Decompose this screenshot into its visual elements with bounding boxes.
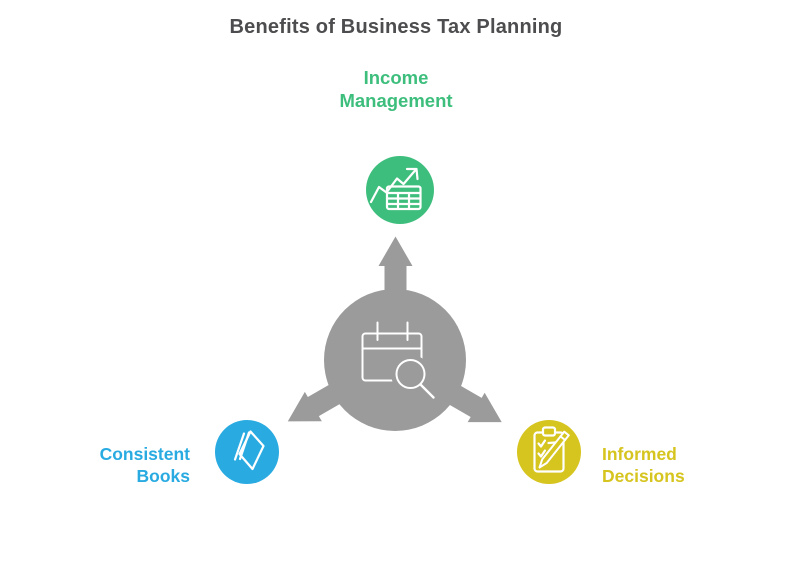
clipboard-pencil-icon bbox=[533, 426, 570, 473]
label-line: Management bbox=[339, 90, 453, 111]
label-informed-decisions: Informed Decisions bbox=[602, 443, 685, 487]
book-pages-icon bbox=[233, 430, 265, 471]
page-title: Benefits of Business Tax Planning bbox=[229, 16, 563, 38]
growth-chart-icon bbox=[369, 167, 422, 211]
label-consistent-books: Consistent Books bbox=[100, 443, 190, 487]
calendar-search-icon bbox=[361, 321, 423, 382]
label-line: Books bbox=[136, 466, 190, 486]
label-line: Decisions bbox=[602, 466, 685, 486]
pencil-body bbox=[538, 430, 570, 469]
label-line: Consistent bbox=[99, 444, 190, 464]
hub-circle bbox=[324, 289, 466, 431]
label-line: Income bbox=[363, 67, 429, 88]
label-line: Informed bbox=[602, 444, 677, 464]
node-circle-consistent-books bbox=[215, 420, 279, 484]
magnifier-handle bbox=[419, 383, 435, 399]
label-income-management: Income Management bbox=[0, 66, 792, 112]
magnifier-lens bbox=[395, 359, 426, 389]
